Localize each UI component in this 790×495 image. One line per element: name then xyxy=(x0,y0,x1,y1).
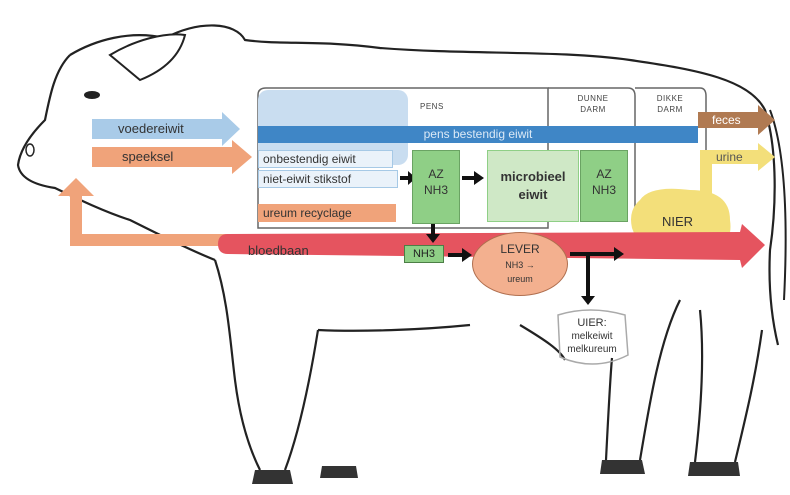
dunne-darm-label-2: DARM xyxy=(580,105,606,114)
nier-label: NIER xyxy=(662,214,694,229)
arrow-nh3-lever xyxy=(448,248,472,262)
nh3-label-2: NH3 xyxy=(591,183,616,197)
cow-nostril xyxy=(25,143,35,157)
cow-hoof xyxy=(252,470,293,484)
lever-nh3-label: NH3 → xyxy=(505,260,535,270)
nh3-box: NH3 xyxy=(404,245,444,263)
speeksel-label: speeksel xyxy=(122,149,174,164)
arrow-lever-out xyxy=(570,247,624,261)
cow-hoof xyxy=(600,460,645,474)
nh3-label-1: NH3 xyxy=(423,183,448,197)
niet-eiwit-box: niet-eiwit stikstof xyxy=(258,170,398,188)
dikke-darm-label-1: DIKKE xyxy=(656,94,684,103)
az-label-1: AZ xyxy=(428,167,444,181)
feces-arrow xyxy=(698,105,775,135)
uier-label: UIER: xyxy=(577,317,607,329)
az-label-2: AZ xyxy=(596,167,612,181)
speeksel-arrow xyxy=(92,140,252,174)
voedereiwit-arrow xyxy=(92,112,240,146)
cow-tail xyxy=(769,109,787,301)
cow-ear xyxy=(108,33,187,82)
cow-outline xyxy=(16,24,780,471)
dikke-darm-label-2: DARM xyxy=(657,105,683,114)
recycle-arrow xyxy=(58,178,232,246)
lever-ureum-label: ureum xyxy=(507,274,533,284)
urine-arrow xyxy=(700,143,775,210)
arrow-az-micro xyxy=(462,171,484,185)
ureum-recyclage-box: ureum recyclage xyxy=(258,204,396,222)
pens-bestendig-bar xyxy=(258,126,698,143)
melkureum-label: melkureum xyxy=(567,344,617,355)
cow-eye xyxy=(84,91,100,99)
cow-hoof xyxy=(688,462,740,476)
feces-label: feces xyxy=(712,113,741,127)
onbestendig-box: onbestendig eiwit xyxy=(258,150,393,168)
microbieel-label-2: eiwit xyxy=(518,187,548,202)
pens-label: PENS xyxy=(420,102,444,111)
az-nh3-box-1 xyxy=(412,150,460,224)
cow-hoof xyxy=(320,466,358,478)
arrow-az-down xyxy=(426,224,440,243)
urine-label: urine xyxy=(716,150,743,164)
arrow-lever-uier xyxy=(581,256,595,305)
dunne-darm-outline xyxy=(548,87,636,228)
voedereiwit-label: voedereiwit xyxy=(118,121,184,136)
lever-ellipse xyxy=(472,232,568,296)
pens-bestendig-label: pens bestendig eiwit xyxy=(423,127,533,141)
lever-label: LEVER xyxy=(500,242,540,256)
microbieel-eiwit-box xyxy=(487,150,579,222)
dikke-darm-outline xyxy=(635,87,707,215)
microbieel-label-1: microbieel xyxy=(500,169,566,184)
melkeiwit-label: melkeiwit xyxy=(571,331,613,342)
bloedbaan-label: bloedbaan xyxy=(248,243,309,258)
dunne-darm-label-1: DUNNE xyxy=(577,94,609,103)
az-nh3-box-2 xyxy=(580,150,628,222)
uier-outline xyxy=(557,309,629,365)
